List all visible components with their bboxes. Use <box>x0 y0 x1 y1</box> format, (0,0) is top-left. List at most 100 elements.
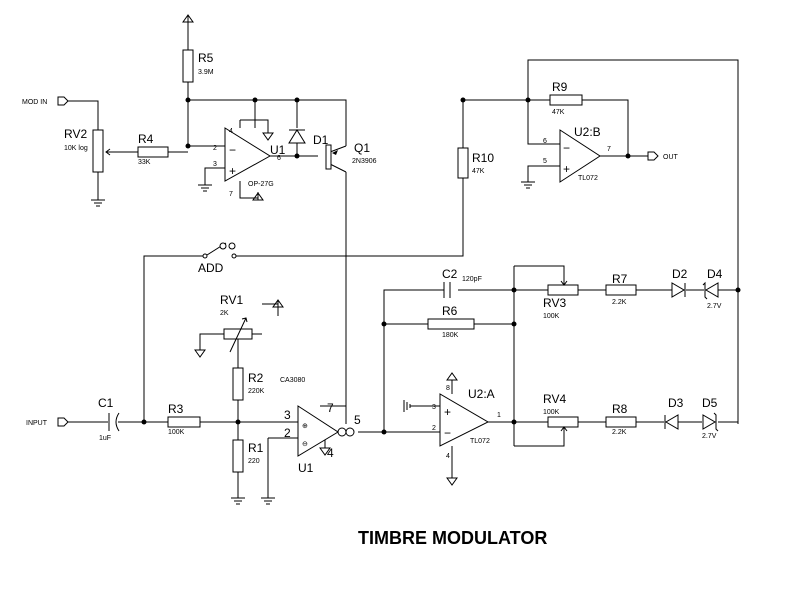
supply-arrow-up-icon <box>446 372 458 381</box>
u2b-pin-label: 6 <box>543 138 547 145</box>
u1-ota-pin-label: 5 <box>354 413 361 427</box>
d5-ref: D5 <box>702 396 718 410</box>
ground-icon <box>521 181 535 189</box>
potentiometer-rv3: RV3 100K <box>543 278 579 320</box>
ground-icon <box>91 199 105 207</box>
r1-ref: R1 <box>248 441 264 455</box>
junction-dot <box>252 97 258 103</box>
input-port: INPUT <box>26 417 69 427</box>
rv4-value: 100K <box>543 409 560 416</box>
d3-ref: D3 <box>668 396 684 410</box>
resistor-r5: R5 3.9M <box>182 49 214 83</box>
out-label: OUT <box>663 154 679 161</box>
u2b-pin-label: 7 <box>607 146 611 153</box>
u2a-pin-label: 3 <box>432 404 436 411</box>
supply-arrows <box>182 14 458 486</box>
wiper-arrow-icon <box>105 148 112 156</box>
junction-dot <box>185 143 191 149</box>
resistor-r10: R10 47K <box>457 147 494 179</box>
u2a-ref: U2:A <box>468 387 495 401</box>
zener-d4: D4 2.7V <box>702 267 723 310</box>
r9-value: 47K <box>552 109 565 116</box>
junctions <box>141 97 741 435</box>
u2a-part: TL072 <box>470 438 490 445</box>
u2a-pin-label: 1 <box>497 412 501 419</box>
resistor-r2: R2 220K <box>232 367 265 401</box>
q1-part: 2N3906 <box>352 158 377 165</box>
r2-value: 220K <box>248 388 265 395</box>
u1-ota-ref: U1 <box>298 461 314 475</box>
ground-icon <box>261 497 275 505</box>
noninverting-input-symbol: + <box>444 405 451 419</box>
wiper-arrow-icon <box>229 317 248 353</box>
rv1-value: 2K <box>220 310 229 317</box>
capacitor-c1: C1 1uF <box>98 396 120 442</box>
ground-icon <box>231 497 245 505</box>
u1-pin-label: 7 <box>229 191 233 198</box>
junction-dot <box>511 419 517 425</box>
ota-u1: ⊕ ⊖ CA3080 U1 3 2 7 4 5 <box>280 377 361 475</box>
u2a-pin-label: 8 <box>446 385 450 392</box>
u1-pin-label: 2 <box>213 145 217 152</box>
d4-value: 2.7V <box>707 303 722 310</box>
u1-ota-pin-label: 7 <box>327 401 334 415</box>
noninverting-input-symbol: + <box>229 164 236 178</box>
ground-icon <box>198 184 212 192</box>
junction-dot <box>511 287 517 293</box>
u1-ota-pin-label: 2 <box>284 426 291 440</box>
supply-arrow-up-icon <box>252 192 264 201</box>
d4-ref: D4 <box>707 267 723 281</box>
supply-arrow-down-icon <box>319 440 331 456</box>
supply-arrow-down-icon <box>446 470 458 486</box>
d1-ref: D1 <box>313 133 329 147</box>
rv4-ref: RV4 <box>543 392 566 406</box>
resistor-r7: R7 2.2K <box>605 272 637 306</box>
u2b-part: TL072 <box>578 175 598 182</box>
inverting-input-symbol: ⊖ <box>302 441 308 448</box>
r1-value: 220 <box>248 458 260 465</box>
rv2-value: 10K log <box>64 145 88 152</box>
r7-value: 2.2K <box>612 299 627 306</box>
ground-icon <box>403 400 411 412</box>
rv2-ref: RV2 <box>64 127 87 141</box>
r5-ref: R5 <box>198 51 214 65</box>
r6-value: 180K <box>442 332 459 339</box>
u1-ota-pin-label: 4 <box>327 446 334 460</box>
junction-dot <box>141 419 147 425</box>
zener-d5: D5 2.7V <box>702 396 719 440</box>
wiper-arrow-icon <box>560 278 568 286</box>
supply-arrow-down-icon <box>262 132 274 141</box>
r7-ref: R7 <box>612 272 628 286</box>
resistor-r3: R3 100K <box>167 402 201 436</box>
u1-opamp-ref: U1 <box>270 143 286 157</box>
inverting-input-symbol: − <box>444 426 451 440</box>
mod-in-label: MOD IN <box>22 99 47 106</box>
resistor-r1: R1 220 <box>232 439 264 473</box>
junction-dot <box>511 321 517 327</box>
junction-dot <box>381 429 387 435</box>
r2-ref: R2 <box>248 371 264 385</box>
opamp-u2b: − + U2:B TL072 6 5 7 <box>543 125 611 183</box>
potentiometer-rv1: RV1 2K <box>220 293 253 353</box>
opamp-u2a: + − U2:A TL072 3 2 1 8 4 <box>432 385 501 460</box>
junction-dot <box>735 287 741 293</box>
junction-dot <box>460 97 466 103</box>
noninverting-input-symbol: + <box>563 162 570 176</box>
u2b-pin-label: 5 <box>543 158 547 165</box>
u1-ota-part: CA3080 <box>280 377 305 384</box>
junction-dot <box>294 153 300 159</box>
resistor-r6: R6 180K <box>427 304 475 339</box>
u2b-ref: U2:B <box>574 125 601 139</box>
add-switch: ADD <box>198 242 237 275</box>
r4-ref: R4 <box>138 132 154 146</box>
potentiometer-rv2: RV2 10K log <box>64 127 112 173</box>
d2-ref: D2 <box>672 267 688 281</box>
r3-ref: R3 <box>168 402 184 416</box>
junction-dot <box>381 321 387 327</box>
u2a-pin-label: 4 <box>446 453 450 460</box>
r8-ref: R8 <box>612 402 628 416</box>
mod-in-port: MOD IN <box>22 96 69 106</box>
potentiometer-rv4: RV4 100K <box>543 392 579 434</box>
junction-dot <box>235 419 241 425</box>
